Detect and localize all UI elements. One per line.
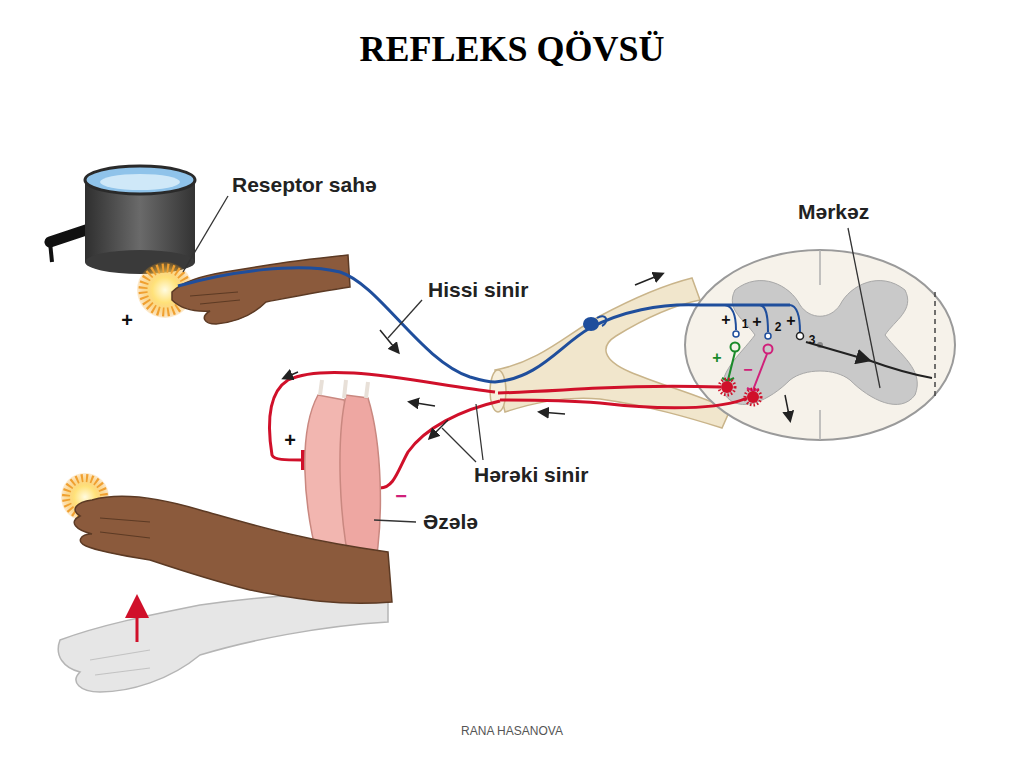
sign: +	[712, 349, 721, 367]
part-label: Mərkəz	[798, 200, 869, 224]
interneurons	[719, 331, 932, 405]
sign: −	[395, 485, 407, 508]
sign: +	[752, 313, 761, 331]
callout-number: 3	[809, 334, 816, 348]
pot	[50, 166, 195, 274]
sign: −	[743, 361, 752, 379]
watermark: RANA HASANOVA	[461, 725, 563, 739]
ganglion	[597, 316, 606, 326]
sign: +	[284, 429, 296, 452]
title: REFLEKS QÖVSÜ	[359, 29, 664, 70]
callout-number: 1	[742, 318, 749, 332]
leader-line	[183, 196, 880, 522]
spinal-cord	[685, 250, 955, 440]
callout-number: 2	[775, 321, 782, 335]
sign: +	[786, 312, 795, 330]
part-label: Reseptor sahə	[232, 173, 377, 197]
part-label: Əzələ	[423, 510, 478, 534]
sign: +	[721, 311, 730, 329]
part-label: Hərəki sinir	[474, 463, 588, 487]
ganglion	[583, 317, 599, 331]
part-label: Hissi sinir	[428, 278, 528, 302]
hand	[137, 255, 350, 324]
sensory-nerve	[178, 268, 800, 382]
sign: +	[121, 309, 133, 332]
arm	[58, 473, 392, 692]
